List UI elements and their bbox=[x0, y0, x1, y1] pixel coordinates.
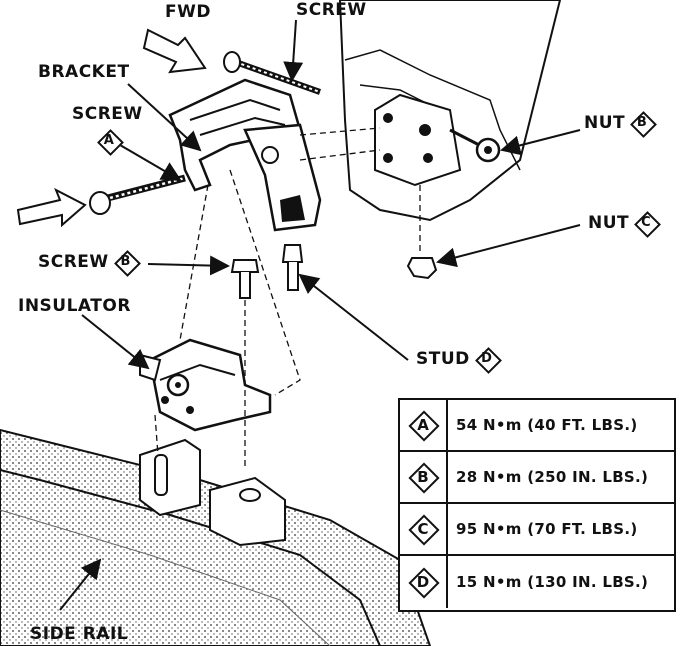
fwd-text: FWD bbox=[165, 2, 211, 22]
frame-bracket-shape bbox=[139, 438, 286, 547]
torque-row: D 15 N•m (130 IN. LBS.) bbox=[400, 556, 674, 608]
key-a-diamond-icon: A bbox=[98, 130, 120, 152]
torque-key-cell: D bbox=[400, 556, 448, 608]
torque-key-d-icon: D bbox=[409, 568, 437, 596]
side-rail-text: SIDE RAIL bbox=[30, 624, 129, 644]
bracket-label: BRACKET bbox=[38, 62, 130, 82]
insulator-shape bbox=[139, 338, 272, 432]
screw-a-key: A bbox=[92, 130, 120, 152]
torque-key-cell: B bbox=[400, 452, 448, 502]
key-c-diamond-icon: C bbox=[635, 212, 657, 234]
torque-key-b-icon: B bbox=[409, 463, 437, 491]
nut-c-text: NUT bbox=[588, 213, 630, 233]
insulator-label: INSULATOR bbox=[18, 296, 131, 316]
key-b-diamond-icon: B bbox=[631, 112, 653, 134]
nut-c-shape bbox=[406, 257, 438, 280]
side-rail-label: SIDE RAIL bbox=[30, 624, 128, 644]
nut-b-label: NUT B bbox=[584, 112, 653, 134]
screw-a-arrow-shape bbox=[16, 187, 87, 228]
torque-row: B 28 N•m (250 IN. LBS.) bbox=[400, 452, 674, 504]
screw-b-text: SCREW bbox=[38, 252, 109, 272]
torque-value: 54 N•m (40 FT. LBS.) bbox=[456, 416, 638, 434]
side-rail-shape bbox=[0, 428, 432, 646]
torque-row: C 95 N•m (70 FT. LBS.) bbox=[400, 504, 674, 556]
leader-lines bbox=[59, 19, 581, 611]
torque-key-a-icon: A bbox=[409, 411, 437, 439]
torque-key-c-icon: C bbox=[409, 515, 437, 543]
stud-d-shape bbox=[281, 244, 304, 291]
screw-a-label: SCREW bbox=[72, 104, 143, 124]
torque-value: 28 N•m (250 IN. LBS.) bbox=[456, 468, 649, 486]
torque-table: A 54 N•m (40 FT. LBS.) B 28 N•m (250 IN.… bbox=[398, 398, 676, 612]
screw-top-text: SCREW bbox=[296, 0, 367, 20]
torque-key-cell: A bbox=[400, 400, 448, 450]
torque-value: 95 N•m (70 FT. LBS.) bbox=[456, 520, 638, 538]
insulator-text: INSULATOR bbox=[18, 296, 131, 316]
screw-top-label: SCREW bbox=[296, 0, 367, 20]
bracket-shape bbox=[168, 78, 322, 232]
nut-b-text: NUT bbox=[584, 113, 626, 133]
key-b2-diamond-icon: B bbox=[115, 251, 137, 273]
torque-row: A 54 N•m (40 FT. LBS.) bbox=[400, 400, 674, 452]
bracket-text: BRACKET bbox=[38, 62, 130, 82]
stud-d-text: STUD bbox=[416, 349, 470, 369]
stud-d-label: STUD D bbox=[416, 348, 498, 370]
fwd-label: FWD bbox=[165, 2, 211, 22]
key-d-diamond-icon: D bbox=[476, 348, 498, 370]
screw-a-shape bbox=[89, 174, 186, 215]
fwd-arrow-shape bbox=[142, 28, 207, 74]
screw-b-label: SCREW B bbox=[38, 251, 137, 273]
alignment-lines bbox=[154, 127, 421, 470]
top-screw-shape bbox=[223, 51, 322, 95]
engine-plate-shape bbox=[374, 93, 462, 187]
nut-b-shape bbox=[449, 128, 501, 163]
torque-key-cell: C bbox=[400, 504, 448, 554]
screw-b-shape bbox=[230, 259, 260, 299]
torque-value: 15 N•m (130 IN. LBS.) bbox=[456, 573, 649, 591]
screw-a-text: SCREW bbox=[72, 104, 143, 124]
nut-c-label: NUT C bbox=[588, 212, 657, 234]
